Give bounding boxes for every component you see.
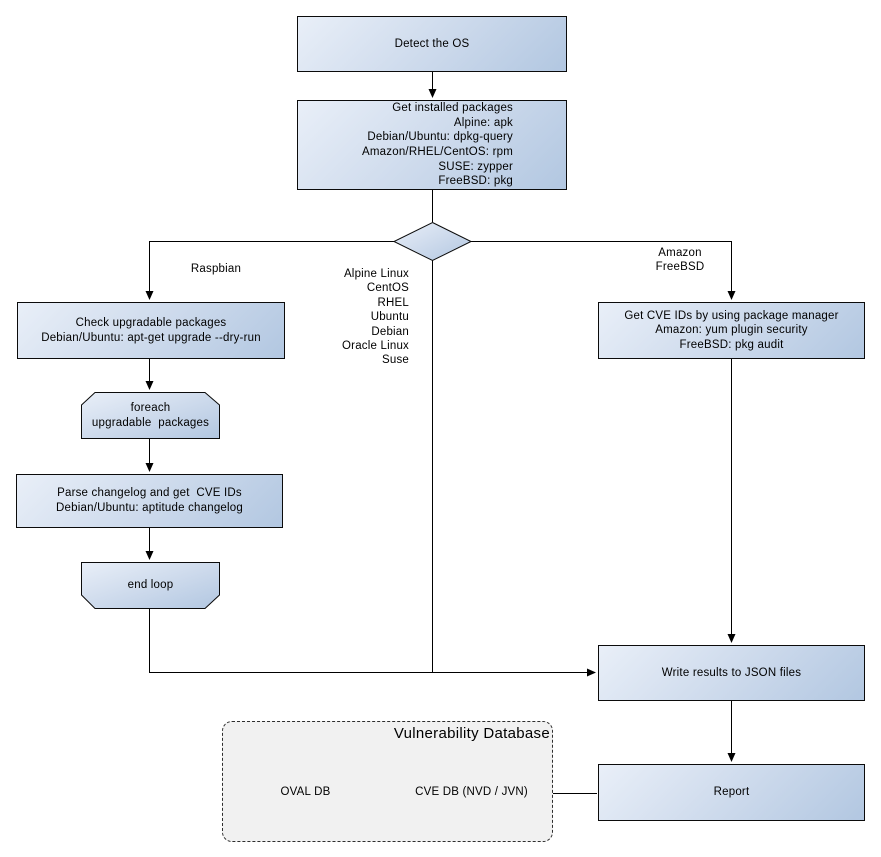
node-detect-os: Detect the OS [297, 16, 567, 72]
edge-label-line: FreeBSD [655, 261, 705, 274]
os-list-item: Alpine Linux [343, 268, 409, 280]
edge-label-os-list: Alpine Linux CentOS RHEL Ubuntu Debian O… [309, 267, 409, 368]
oval-db-label: OVAL DB [237, 772, 374, 812]
loop-end-label: end loop [82, 563, 219, 608]
node-text-line: foreach [130, 401, 171, 414]
node-text-line: Debian/Ubuntu: apt-get upgrade --dry-run [41, 331, 261, 344]
node-text-line: Get CVE IDs by using package manager [624, 309, 839, 322]
node-text-line: Amazon/RHEL/CentOS: rpm [362, 146, 513, 158]
node-text-line: Debian/Ubuntu: aptitude changelog [56, 502, 243, 514]
node-text-line: Check upgradable packages [75, 316, 227, 329]
node-text-line: FreeBSD: pkg audit [679, 338, 784, 351]
os-list-item: RHEL [377, 296, 409, 309]
node-get-cve-ids: Get CVE IDs by using package manager Ama… [598, 302, 865, 359]
cve-db-label: CVE DB (NVD / JVN) [403, 772, 540, 812]
node-text-line: upgradable packages [91, 416, 210, 429]
node-text-line: Amazon: yum plugin security [655, 324, 808, 337]
node-parse-changelog: Parse changelog and get CVE IDs Debian/U… [16, 474, 283, 528]
node-text-line: Get installed packages [392, 102, 513, 115]
node-text-line: Alpine: apk [453, 116, 513, 129]
node-get-installed-packages: Get installed packages Alpine: apk Debia… [297, 100, 567, 190]
edge-label-raspbian: Raspbian [190, 263, 242, 275]
node-text-line: Write results to JSON files [661, 666, 802, 679]
node-text-line: Debian/Ubuntu: dpkg-query [367, 131, 513, 144]
node-text-line: Parse changelog and get CVE IDs [57, 487, 242, 500]
node-check-upgradable-packages: Check upgradable packages Debian/Ubuntu:… [17, 302, 285, 359]
edge-label-amazon-freebsd: Amazon FreeBSD [630, 246, 730, 275]
decision-diamond [392, 221, 473, 262]
os-list-item: Oracle Linux [342, 340, 409, 353]
connector-endloop-to-write [149, 608, 596, 677]
os-list-item: CentOS [366, 282, 409, 295]
node-write-results-json: Write results to JSON files [598, 645, 865, 701]
node-text-line: Detect the OS [394, 37, 470, 50]
vulnerability-database-title: Vulnerability Database [393, 725, 550, 742]
os-list-item: Debian [371, 325, 409, 338]
node-text-line: FreeBSD: pkg [438, 175, 513, 188]
edge-label-line: Amazon [658, 247, 702, 259]
node-text-line: Report [713, 786, 750, 799]
loop-start-label: foreach upgradable packages [82, 393, 219, 438]
node-text-line: CVE DB (NVD / JVN) [415, 785, 528, 798]
os-list-item: Ubuntu [370, 311, 409, 324]
node-text-line: SUSE: zypper [438, 160, 513, 173]
node-text-line: end loop [127, 579, 174, 592]
node-text-line: OVAL DB [280, 785, 331, 798]
os-list-item: Suse [381, 354, 409, 367]
node-report: Report [598, 764, 865, 821]
